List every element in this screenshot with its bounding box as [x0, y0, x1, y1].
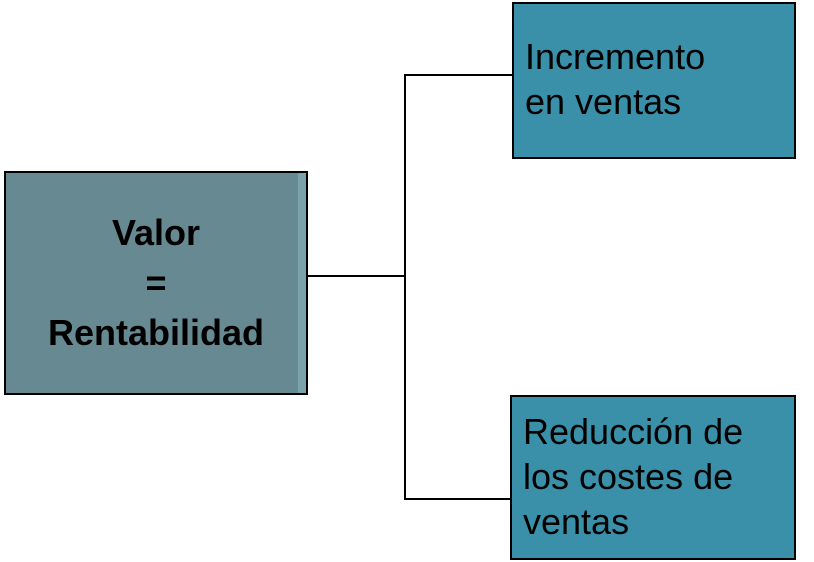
node-line: Incremento: [525, 36, 706, 77]
connector-bottom: [404, 498, 511, 500]
root-node-valor: Valor = Rentabilidad: [4, 171, 308, 395]
root-line: =: [145, 262, 167, 303]
node-reduccion-costes: Reducción de los costes de ventas: [510, 395, 796, 560]
connector-top: [404, 74, 512, 76]
node-incremento-ventas: Incremento en ventas: [512, 2, 796, 159]
connector-root: [299, 275, 406, 277]
connector-trunk: [404, 74, 406, 500]
node-line: en ventas: [525, 81, 682, 122]
node-line: Reducción de: [523, 411, 744, 452]
root-line: Rentabilidad: [47, 312, 265, 353]
node-line: los costes de: [523, 456, 734, 497]
node-line: ventas: [523, 501, 630, 542]
root-line: Valor: [111, 212, 201, 253]
